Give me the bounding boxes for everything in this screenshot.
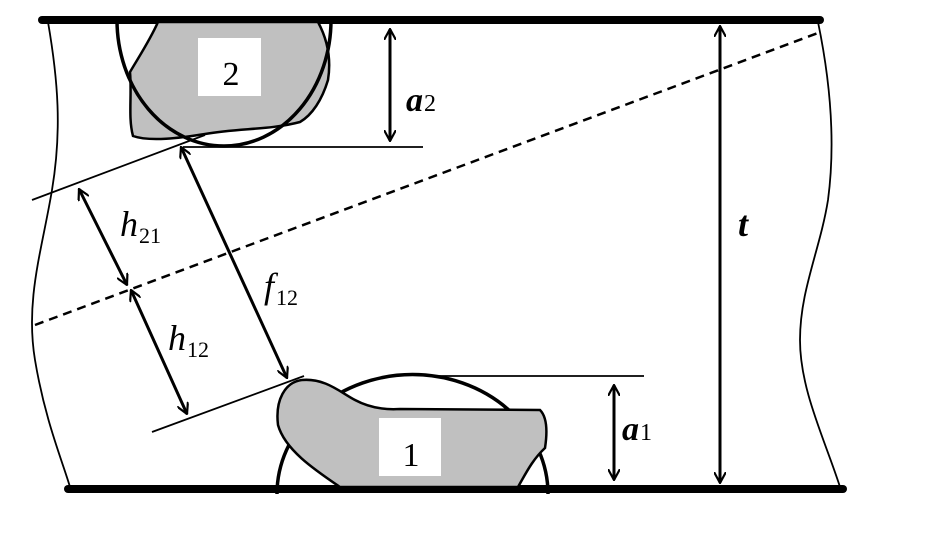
defect-1-reference-line bbox=[151, 375, 305, 433]
t-label: t bbox=[738, 204, 749, 244]
a2-label: a2 bbox=[406, 82, 436, 119]
dashed-center-line bbox=[34, 31, 819, 327]
right-cut-edge bbox=[799, 21, 841, 488]
defect-2-label-box bbox=[198, 38, 261, 96]
h12-dimension-arrow bbox=[131, 290, 187, 414]
h21-dimension-arrow bbox=[79, 189, 127, 285]
defect-2-label: 2 bbox=[223, 56, 240, 93]
f12-distance-arrow bbox=[181, 147, 287, 378]
h12-label: h12 bbox=[168, 318, 209, 362]
a1-label: a1 bbox=[622, 411, 652, 448]
defect-2-reference-line bbox=[31, 134, 206, 201]
h21-label: h21 bbox=[120, 204, 161, 248]
defect-1-label-box bbox=[379, 418, 441, 476]
f12-label: f12 bbox=[264, 266, 298, 310]
defect-1-label: 1 bbox=[403, 437, 420, 474]
left-cut-edge bbox=[31, 21, 71, 488]
